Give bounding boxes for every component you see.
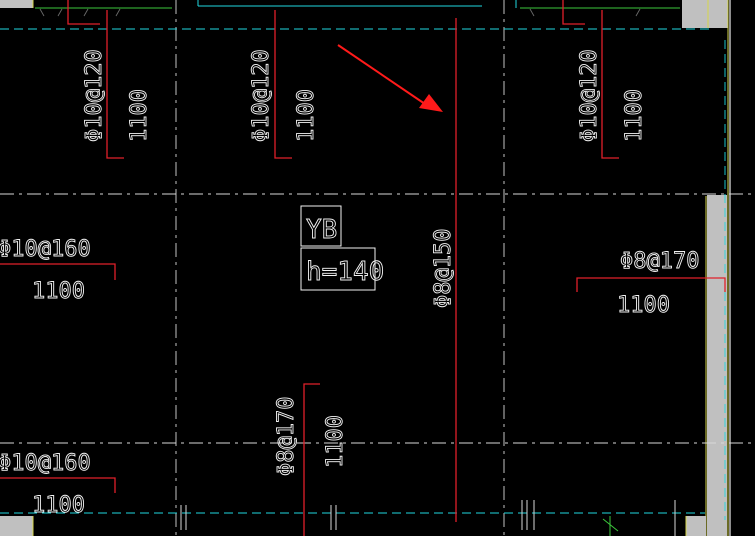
right-wall [682, 0, 731, 536]
bottom-rebar-label: Φ8@170 1100 [274, 396, 349, 476]
top-mid-spec: Φ10@120 [249, 49, 274, 142]
beam-edges [197, 0, 517, 8]
center-vertical-spec: Φ8@150 [431, 229, 456, 308]
top-ticks [39, 8, 641, 17]
green-edges [35, 7, 680, 536]
bottom-column-marks [180, 500, 676, 536]
arrow-icon [337, 44, 443, 112]
left-upper-length: 1100 [32, 279, 85, 304]
right-length: 1100 [617, 293, 670, 318]
left-lower-spec: Φ10@160 [0, 451, 91, 476]
left-upper-rebar-label: Φ10@160 1100 [0, 237, 91, 305]
left-lower-length: 1100 [32, 493, 85, 518]
top-mid-rebar-label: Φ10@120 1100 [249, 49, 320, 143]
rebar-lines [0, 0, 726, 536]
left-upper-spec: Φ10@160 [0, 237, 91, 262]
slab-name: YB [306, 215, 337, 245]
top-mid-length: 1100 [294, 89, 319, 142]
bottom-spec: Φ8@170 [274, 397, 299, 476]
slab-thickness: h=140 [306, 257, 384, 287]
right-spec: Φ8@170 [620, 249, 699, 274]
left-lower-rebar-label: Φ10@160 1100 [0, 451, 91, 519]
top-left-length: 1100 [127, 89, 152, 142]
right-rebar-label: Φ8@170 1100 [617, 249, 700, 319]
top-left-spec: Φ10@120 [82, 49, 107, 142]
center-vertical-rebar-label: Φ8@150 [431, 228, 457, 308]
top-left-rebar-label: Φ10@120 1100 [82, 49, 153, 143]
slab-tag: YB h=140 [300, 205, 385, 291]
top-right-rebar-label: Φ10@120 1100 [577, 49, 648, 143]
top-right-length: 1100 [622, 89, 647, 142]
top-right-spec: Φ10@120 [577, 49, 602, 142]
bottom-wall-stubs [0, 0, 706, 536]
bottom-length: 1100 [323, 415, 348, 468]
